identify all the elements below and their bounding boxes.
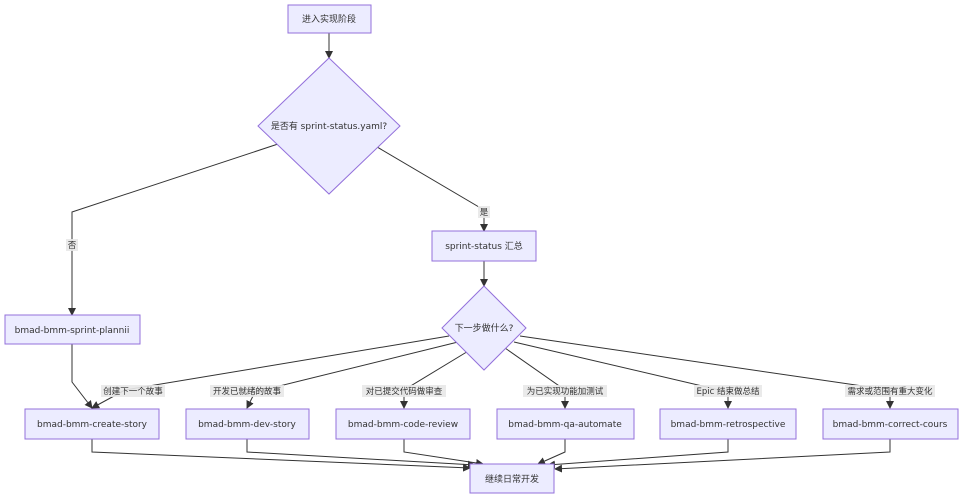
- node-enter[interactable]: 进入实现阶段: [287, 4, 372, 34]
- node-decision-next-label: 下一步做什么?: [455, 322, 514, 334]
- edge-next-to-retro: [513, 341, 732, 409]
- node-retrospective[interactable]: bmad-bmm-retrospective: [659, 408, 797, 440]
- edge-label-scope-change: 需求或范围有重大变化: [847, 386, 933, 397]
- node-decision-status[interactable]: 是否有 sprint-status.yaml?: [257, 57, 401, 195]
- edge-decision-yes: [371, 143, 488, 232]
- edge-decision-no: [68, 143, 279, 316]
- edge-create-to-continue: [91, 439, 471, 472]
- node-sprint-planning[interactable]: bmad-bmm-sprint-plannii: [4, 314, 141, 345]
- edge-next-to-correct: [519, 335, 894, 409]
- node-dev-story-label: bmad-bmm-dev-story: [198, 420, 296, 430]
- node-qa-automate[interactable]: bmad-bmm-qa-automate: [496, 408, 635, 440]
- edge-dev-to-continue: [246, 439, 476, 469]
- edge-label-create-next: 创建下一个故事: [103, 386, 163, 397]
- node-correct-course-label: bmad-bmm-correct-cours: [833, 420, 948, 430]
- node-sprint-summary[interactable]: sprint-status 汇总: [431, 230, 537, 262]
- edge-next-to-review: [400, 349, 471, 409]
- node-dev-story[interactable]: bmad-bmm-dev-story: [185, 408, 310, 440]
- node-retrospective-label: bmad-bmm-retrospective: [671, 420, 786, 430]
- edge-label-epic-end: Epic 结束做总结: [696, 386, 759, 397]
- node-qa-automate-label: bmad-bmm-qa-automate: [508, 420, 622, 430]
- node-continue-dev[interactable]: 继续日常开发: [469, 463, 555, 494]
- node-create-story[interactable]: bmad-bmm-create-story: [24, 408, 160, 440]
- edge-label-dev-ready: 开发已就绪的故事: [213, 386, 282, 397]
- node-sprint-planning-label: bmad-bmm-sprint-plannii: [15, 326, 130, 336]
- node-decision-status-label: 是否有 sprint-status.yaml?: [271, 120, 388, 132]
- node-enter-label: 进入实现阶段: [302, 13, 356, 25]
- edge-label-yes: 是: [480, 208, 489, 218]
- edge-labels: 否 是 创建下一个故事 开发已就绪的故事 对已提交代码做审查 为已实现功能加测试…: [66, 206, 935, 397]
- edge-correct-to-continue: [554, 439, 891, 473]
- edge-next-to-create: [91, 335, 450, 409]
- node-sprint-summary-label: sprint-status 汇总: [445, 240, 523, 252]
- edge-planning-to-create: [71, 344, 93, 409]
- edge-label-no: 否: [68, 241, 77, 251]
- node-create-story-label: bmad-bmm-create-story: [37, 420, 148, 430]
- edge-label-add-tests: 为已实现功能加测试: [527, 386, 604, 397]
- node-code-review[interactable]: bmad-bmm-code-review: [335, 408, 471, 440]
- node-decision-next[interactable]: 下一步做什么?: [441, 285, 527, 371]
- edge-label-review-code: 对已提交代码做审查: [366, 386, 443, 397]
- edge-review-to-continue: [403, 439, 484, 467]
- node-continue-dev-label: 继续日常开发: [485, 473, 539, 485]
- node-code-review-label: bmad-bmm-code-review: [348, 420, 458, 430]
- edge-retro-to-continue: [547, 439, 729, 469]
- edge-qa-to-continue: [537, 439, 566, 465]
- nodes: 进入实现阶段 是否有 sprint-status.yaml? bmad-bmm-…: [4, 4, 959, 494]
- node-correct-course[interactable]: bmad-bmm-correct-cours: [822, 408, 959, 440]
- edge-next-to-qa: [504, 347, 569, 409]
